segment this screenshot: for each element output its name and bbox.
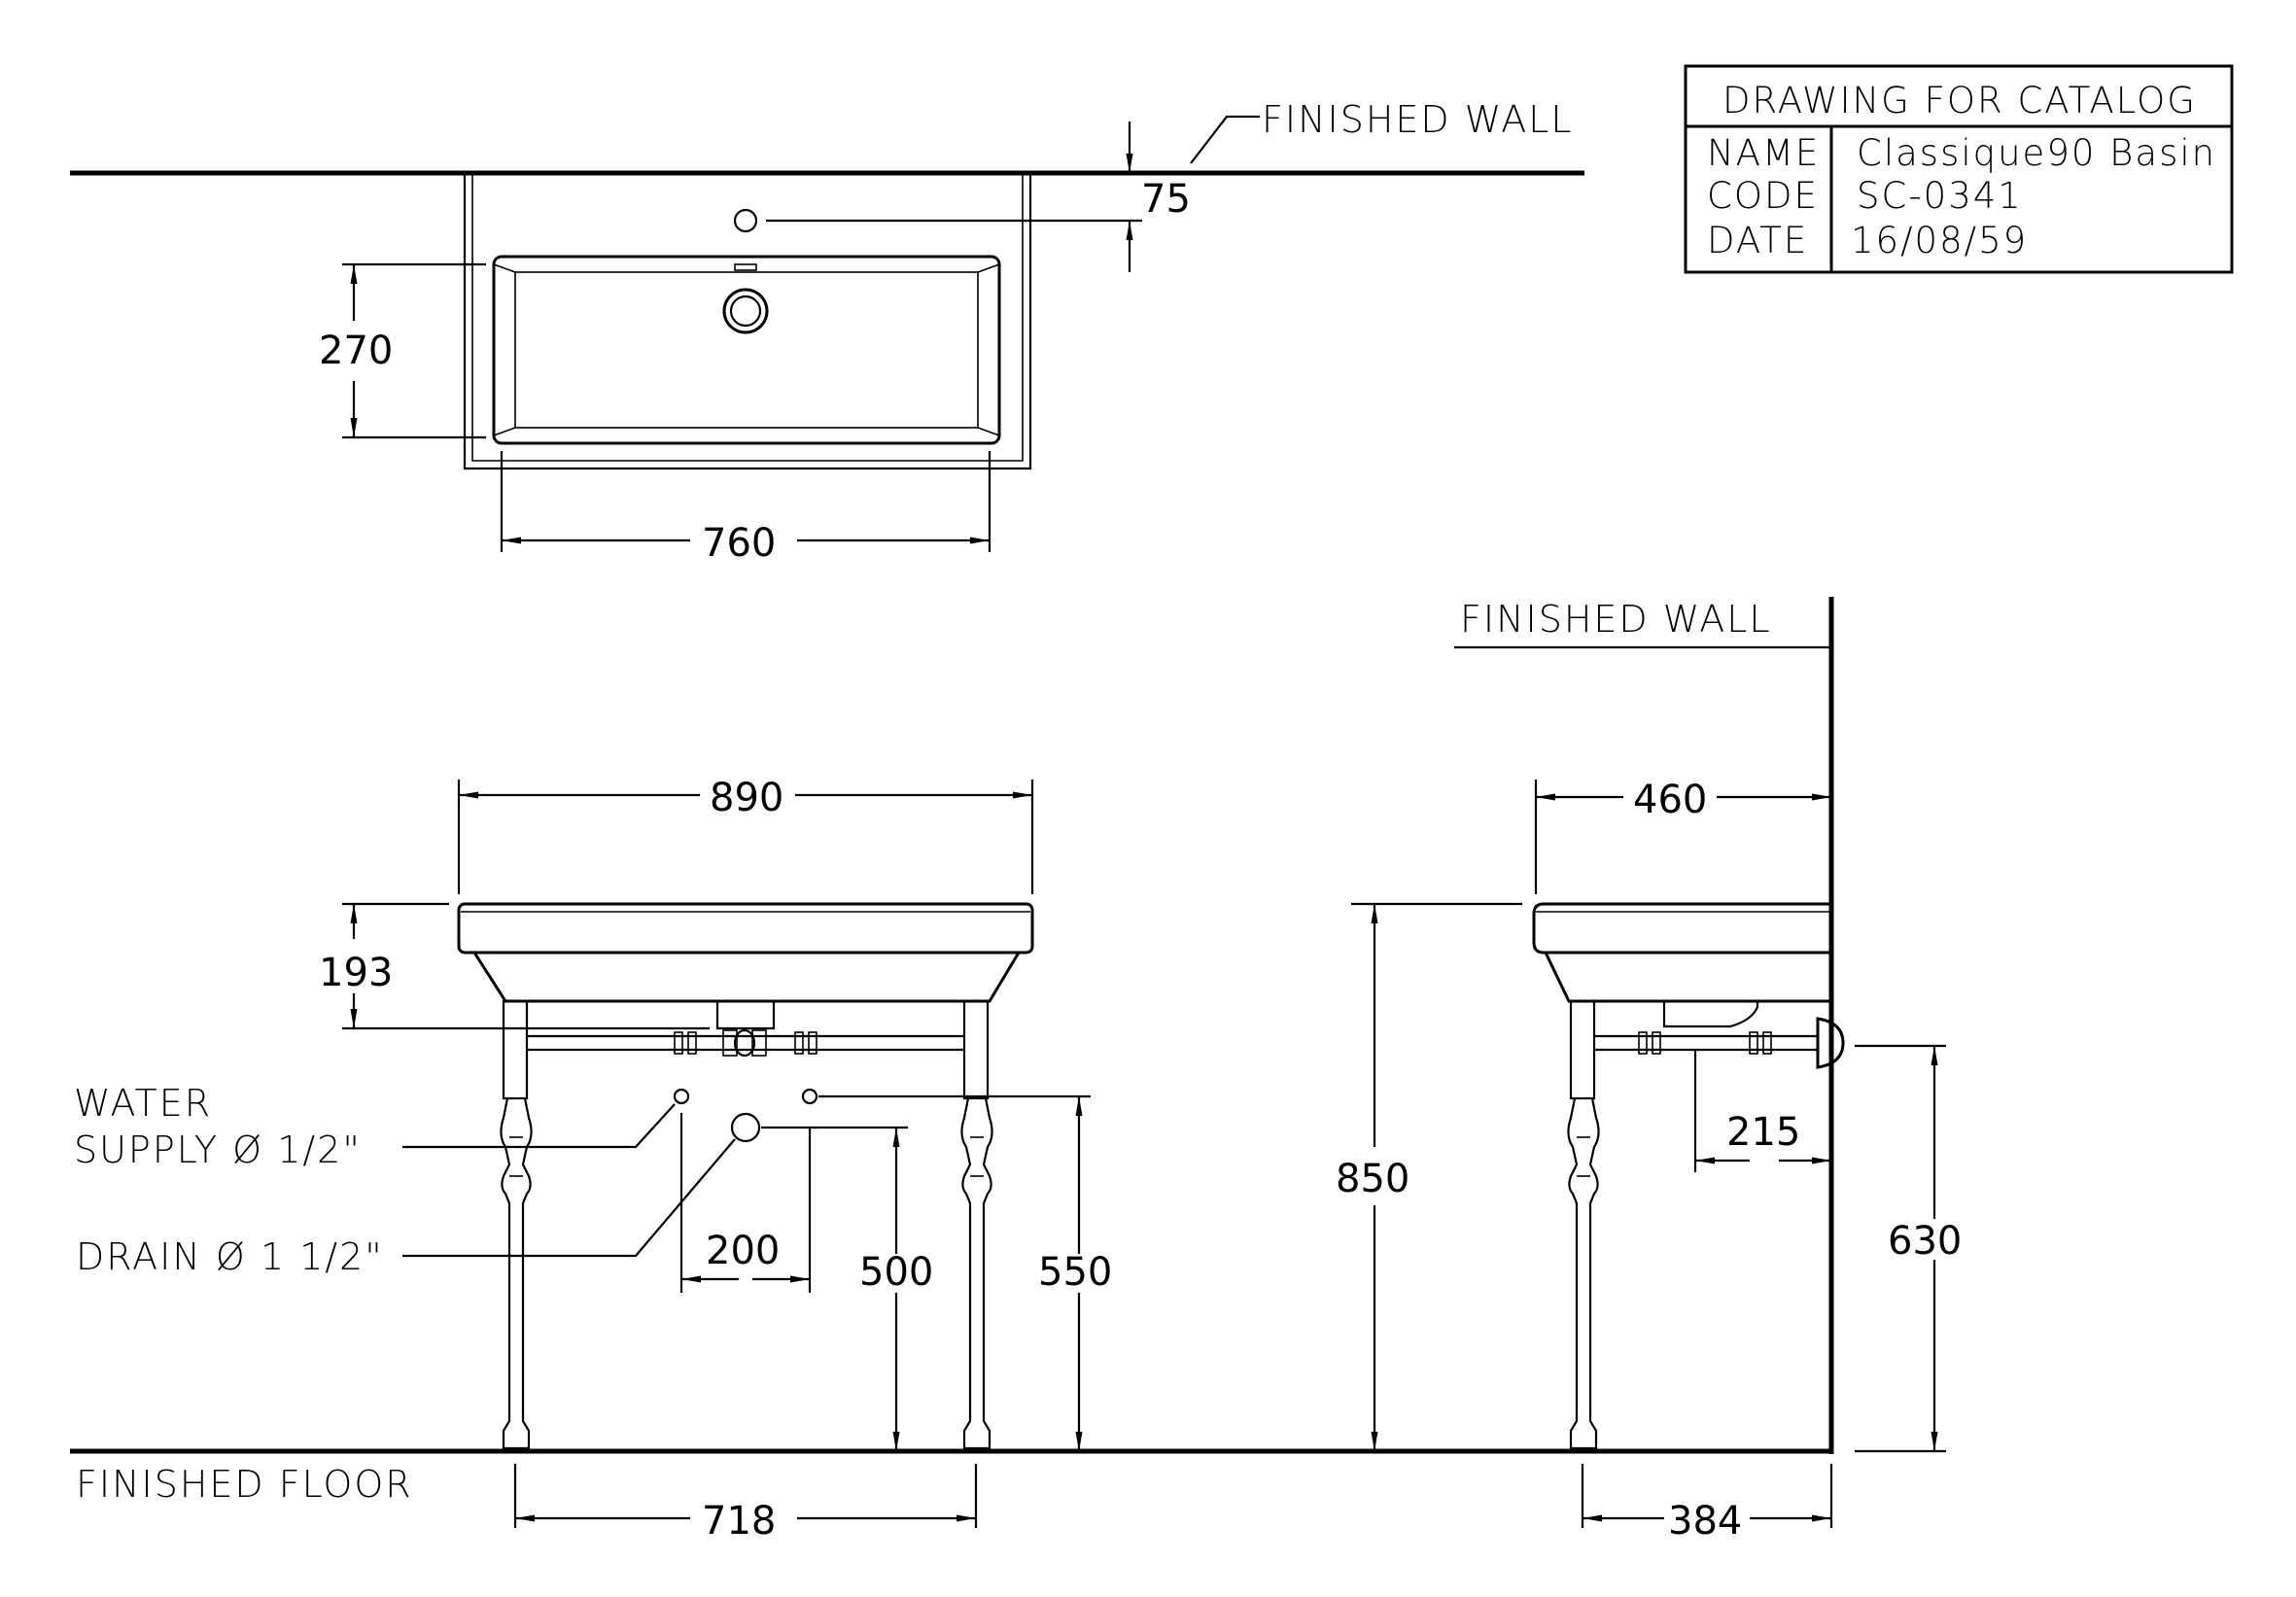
finished-wall-label-side: FINISHED WALL	[1460, 598, 1772, 641]
leg-left	[500, 999, 533, 1450]
dim-193: 193	[319, 951, 393, 995]
date-label: DATE	[1707, 220, 1808, 261]
dim-890: 890	[710, 776, 783, 820]
dim-630: 630	[1888, 1219, 1962, 1264]
drain-point	[730, 1112, 761, 1143]
plan-view: FINISHED WALL 75 270 760	[70, 98, 1584, 566]
dim-200: 200	[706, 1229, 780, 1273]
dim-384: 384	[1668, 1499, 1742, 1544]
water-supply-label-1: WATER	[74, 1082, 212, 1125]
dim-500: 500	[859, 1250, 933, 1295]
tap-hole	[733, 208, 758, 233]
crossbar	[527, 1028, 964, 1058]
finished-floor-label: FINISHED FLOOR	[76, 1463, 413, 1506]
name-label: NAME	[1707, 132, 1820, 174]
dim-270: 270	[319, 329, 393, 373]
finished-wall-label-top: FINISHED WALL	[1262, 98, 1574, 141]
title-block: DRAWING FOR CATALOG NAME Classique90 Bas…	[1684, 64, 2234, 274]
water-supply-point-left	[673, 1088, 690, 1105]
water-supply-point-right	[801, 1088, 818, 1105]
title-block-header: DRAWING FOR CATALOG	[1722, 80, 2197, 122]
leg-right	[960, 999, 993, 1450]
dim-215: 215	[1726, 1110, 1800, 1155]
drain-circle-plan	[722, 288, 769, 334]
dim-550: 550	[1038, 1250, 1112, 1295]
code-label: CODE	[1707, 175, 1819, 217]
name-value: Classique90 Basin	[1857, 132, 2216, 174]
dim-850: 850	[1336, 1157, 1409, 1201]
water-supply-label-2: SUPPLY Ø 1/2"	[74, 1128, 362, 1171]
front-elevation: FINISHED FLOOR	[70, 776, 1833, 1544]
code-value: SC-0341	[1857, 175, 2023, 217]
drain-label: DRAIN Ø 1 1/2"	[76, 1235, 384, 1278]
leg-side	[1567, 999, 1600, 1450]
dim-460: 460	[1633, 778, 1707, 822]
dim-760: 760	[702, 521, 776, 566]
date-value: 16/08/59	[1851, 220, 2028, 261]
dim-718: 718	[702, 1499, 776, 1544]
side-elevation: FINISHED WALL 460 8	[1336, 597, 1962, 1544]
dim-75: 75	[1141, 177, 1191, 222]
